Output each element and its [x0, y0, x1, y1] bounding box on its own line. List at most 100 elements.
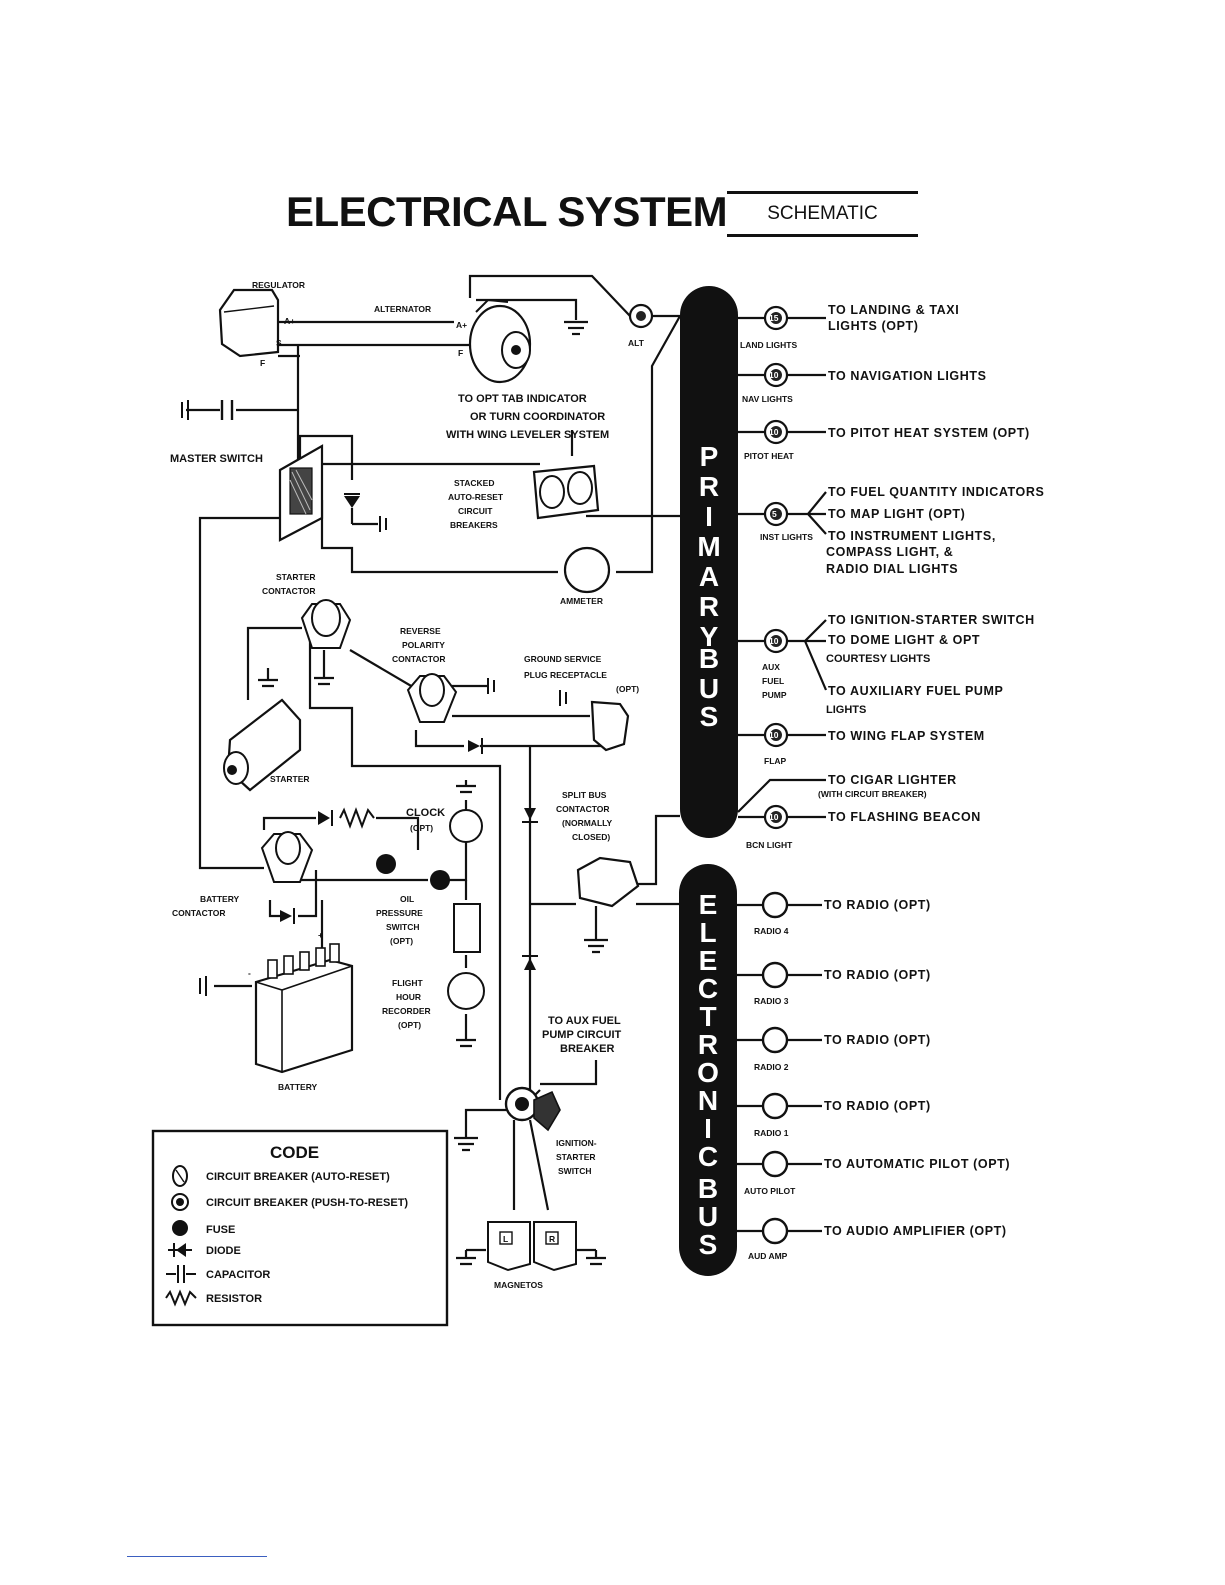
primary-bus-letter: I	[705, 501, 713, 532]
svg-text:PRESSURE: PRESSURE	[376, 908, 423, 918]
svg-text:HOUR: HOUR	[396, 992, 421, 1002]
destination-label: TO WING FLAP SYSTEM	[828, 729, 985, 743]
breaker-aud-amp: AUD AMP TO AUDIO AMPLIFIER (OPT)	[737, 1217, 1006, 1261]
electronic-bus-letters: E L E C T R O N I C B U S	[697, 889, 719, 1260]
svg-text:OIL: OIL	[400, 894, 414, 904]
capacitor-icon	[166, 1265, 196, 1283]
code-item: DIODE	[206, 1245, 241, 1257]
breaker-radio-2: RADIO 2 TO RADIO (OPT)	[737, 1026, 930, 1072]
svg-text:GROUND SERVICE: GROUND SERVICE	[524, 654, 602, 664]
breaker-aux-fuel-pump: 10 AUX FUEL PUMP TO IGNITION-STARTER SWI…	[738, 613, 1035, 716]
svg-text:TO AUX FUEL: TO AUX FUEL	[548, 1015, 621, 1027]
electronic-bus-letter: L	[699, 917, 716, 948]
breaker-label: AUX	[762, 662, 780, 672]
destination-label: TO DOME LIGHT & OPT	[828, 633, 980, 647]
primary-bus-letter: B	[699, 643, 719, 674]
circuit-breaker-push-to-reset-icon	[171, 1193, 189, 1211]
diode-icon	[318, 810, 333, 826]
svg-text:TO OPT TAB INDICATOR: TO OPT TAB INDICATOR	[458, 393, 587, 405]
page-title: ELECTRICAL SYSTEM	[286, 188, 728, 235]
svg-text:RECORDER: RECORDER	[382, 1006, 431, 1016]
svg-text:+: +	[318, 930, 323, 940]
breaker-label: FUEL	[762, 676, 784, 686]
push-to-reset-breaker-icon	[761, 1150, 789, 1178]
electronic-bus-letter: B	[698, 1173, 718, 1204]
code-title: CODE	[270, 1143, 319, 1162]
svg-text:ALT: ALT	[628, 338, 645, 348]
push-to-reset-breaker-icon	[761, 1092, 789, 1120]
destination-label: TO FLASHING BEACON	[828, 810, 981, 824]
push-to-reset-breaker-icon	[761, 1217, 789, 1245]
resistor-icon	[165, 1289, 197, 1307]
destination-label: TO RADIO (OPT)	[824, 1099, 931, 1113]
wiring	[186, 274, 681, 1252]
circuit-breaker-auto-reset-icon	[172, 1165, 188, 1187]
svg-text:PUMP CIRCUIT: PUMP CIRCUIT	[542, 1029, 622, 1041]
electronic-bus-letter: U	[698, 1201, 718, 1232]
destination-label: TO MAP LIGHT (OPT)	[828, 507, 965, 521]
destination-label: TO LANDING & TAXI	[828, 303, 959, 317]
svg-text:AUTO-RESET: AUTO-RESET	[448, 492, 504, 502]
reverse-polarity-contactor: REVERSE POLARITY CONTACTOR	[392, 626, 458, 723]
svg-text:-: -	[248, 968, 251, 978]
breaker-flap: 10 FLAP TO WING FLAP SYSTEM	[738, 722, 985, 766]
destination-label: TO IGNITION-STARTER SWITCH	[828, 613, 1035, 627]
primary-bus-letter: M	[697, 531, 720, 562]
breaker-label: RADIO 1	[754, 1128, 789, 1138]
primary-bus-letter: P	[700, 441, 719, 472]
svg-text:STARTER: STARTER	[276, 572, 316, 582]
svg-text:(OPT): (OPT)	[616, 684, 639, 694]
destination-label: TO AUTOMATIC PILOT (OPT)	[824, 1157, 1010, 1171]
primary-bus-letter: S	[700, 701, 719, 732]
code-item: CIRCUIT BREAKER (PUSH-TO-RESET)	[206, 1197, 408, 1209]
primary-bus-bar	[680, 286, 738, 838]
svg-text:PLUG RECEPTACLE: PLUG RECEPTACLE	[524, 670, 607, 680]
svg-text:MAGNETOS: MAGNETOS	[494, 1280, 543, 1290]
master-switch: MASTER SWITCH	[170, 444, 324, 542]
breaker-label: NAV LIGHTS	[742, 394, 793, 404]
svg-text:CONTACTOR: CONTACTOR	[556, 804, 610, 814]
breaker-inst-lights: 5 INST LIGHTS TO FUEL QUANTITY INDICATOR…	[738, 485, 1044, 576]
breaker-label: BCN LIGHT	[746, 840, 793, 850]
breaker-label: INST LIGHTS	[760, 532, 813, 542]
svg-text:REVERSE: REVERSE	[400, 626, 441, 636]
svg-text:F: F	[458, 348, 463, 358]
destination-label: TO INSTRUMENT LIGHTS,	[828, 529, 996, 543]
svg-text:POLARITY: POLARITY	[402, 640, 445, 650]
capacitor-icon	[199, 976, 207, 996]
destination-label: TO RADIO (OPT)	[824, 898, 931, 912]
push-to-reset-breaker-icon	[761, 1026, 789, 1054]
primary-bus-letter: A	[699, 561, 719, 592]
electronic-bus-letter: C	[698, 1141, 718, 1172]
flight-hour-recorder: FLIGHT HOUR RECORDER (OPT)	[382, 972, 485, 1030]
svg-text:A+: A+	[284, 316, 295, 326]
svg-text:AMMETER: AMMETER	[560, 596, 603, 606]
svg-text:BATTERY: BATTERY	[278, 1082, 318, 1092]
breaker-land-lights: 15 LAND LIGHTS TO LANDING & TAXI LIGHTS …	[738, 303, 959, 350]
electronic-bus-letter: R	[698, 1029, 718, 1060]
svg-text:STARTER: STARTER	[270, 774, 310, 784]
svg-text:S: S	[276, 338, 282, 348]
resistor-icon	[339, 807, 375, 829]
svg-text:10: 10	[769, 427, 779, 437]
code-item: CIRCUIT BREAKER (AUTO-RESET)	[206, 1171, 390, 1183]
svg-text:MASTER SWITCH: MASTER SWITCH	[170, 453, 263, 465]
starter-motor: STARTER	[223, 698, 310, 792]
svg-text:CLOCK: CLOCK	[406, 807, 445, 819]
push-to-reset-breaker-icon	[761, 961, 789, 989]
regulator: REGULATOR A+ S F	[218, 280, 305, 368]
capacitor-icon	[181, 400, 234, 420]
ammeter: AMMETER	[560, 546, 611, 606]
destination-label: TO AUXILIARY FUEL PUMP	[828, 684, 1004, 698]
destination-label: TO NAVIGATION LIGHTS	[828, 369, 987, 383]
svg-text:10: 10	[769, 730, 779, 740]
svg-text:10: 10	[769, 812, 779, 822]
breaker-auto-pilot: AUTO PILOT TO AUTOMATIC PILOT (OPT)	[737, 1150, 1010, 1196]
alt-breaker: ALT	[628, 303, 654, 348]
svg-text:SWITCH: SWITCH	[386, 922, 420, 932]
code-item: RESISTOR	[206, 1293, 262, 1305]
svg-text:SPLIT BUS: SPLIT BUS	[562, 790, 607, 800]
svg-text:BREAKER: BREAKER	[560, 1043, 614, 1055]
svg-text:15: 15	[769, 313, 779, 323]
